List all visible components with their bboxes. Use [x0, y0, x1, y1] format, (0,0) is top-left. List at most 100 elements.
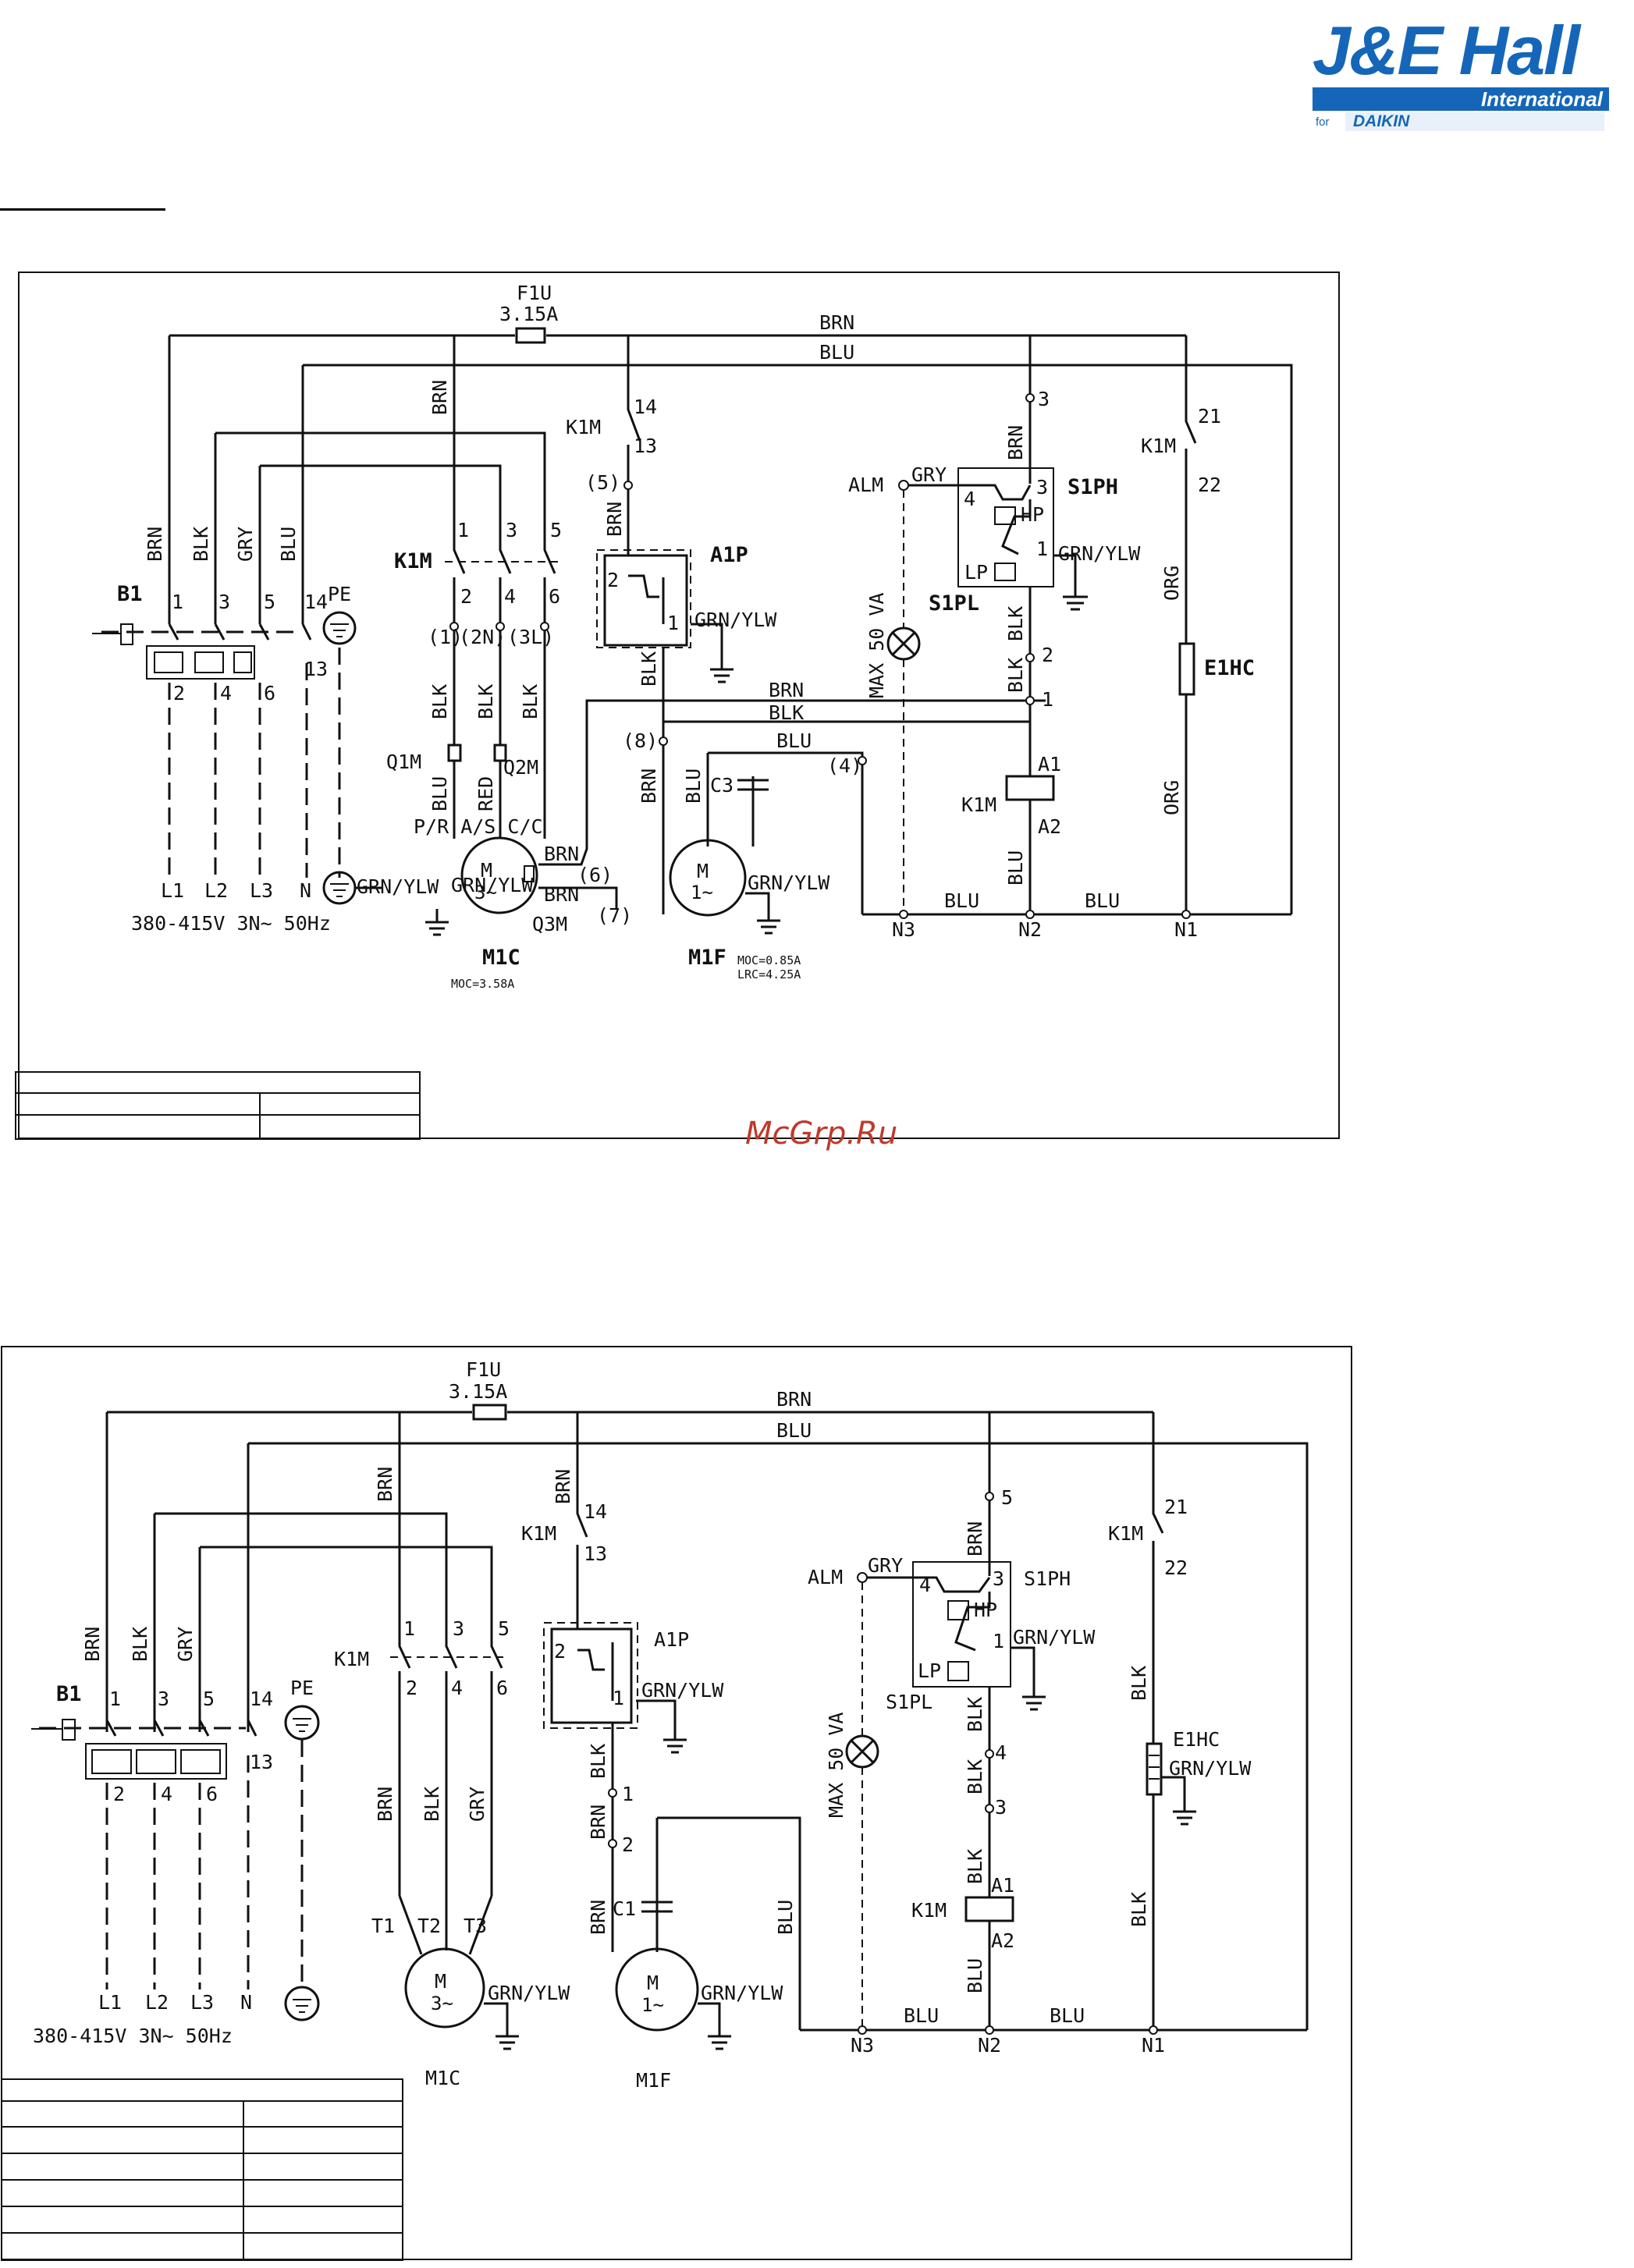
e1hc-2-label: E1HC — [1173, 1728, 1220, 1751]
diagram-1-frame — [18, 272, 1340, 1139]
coil-2-a1: A1 — [991, 1874, 1014, 1897]
b1-term-13: 13 — [304, 658, 328, 680]
coil-2-a2: A2 — [991, 1929, 1014, 1952]
label-blk-s1ph-2: BLK — [1004, 658, 1027, 693]
label-blu-fan: BLU — [682, 768, 705, 804]
b1-2-t14: 14 — [250, 1688, 273, 1710]
fuse-f1u-2 — [472, 1404, 507, 1421]
supply-spec: 380-415V 3N~ 50Hz — [131, 912, 331, 935]
s1ph-2-pin-3: 3 — [993, 1567, 1004, 1590]
k1m-2-14: 14 — [584, 1500, 607, 1523]
node-7: (7) — [597, 904, 632, 927]
q3m-label: Q3M — [532, 913, 567, 935]
k1m-2-t2: 2 — [406, 1677, 417, 1699]
pressure-switch-s1ph: 4 3 1 HP LP S1PH GRN/YLW — [957, 467, 1141, 611]
pe-earth-symbol-2: PE — [284, 1677, 320, 2021]
s1ph-2-pin-4: 4 — [919, 1574, 931, 1596]
c1-label: C1 — [613, 1897, 636, 1920]
m1c-2-earth-label: GRN/YLW — [488, 1982, 570, 2004]
s1ph-2-earth-label: GRN/YLW — [1013, 1626, 1096, 1649]
blu-bus-label-2: BLU — [776, 1419, 812, 1442]
label-blu-n3: BLU — [944, 889, 979, 912]
logo-for: for — [1316, 115, 1330, 129]
k1m-nc-contact — [1185, 335, 1197, 644]
m1c-term-1: (1) — [428, 626, 463, 648]
pe-label: PE — [328, 583, 351, 605]
n3-2: N3 — [851, 2034, 874, 2057]
label-blu-n2: BLU — [1085, 889, 1120, 912]
alm-label: ALM — [848, 474, 883, 496]
s1ph-2-lp: LP — [918, 1659, 941, 1682]
n2: N2 — [1018, 918, 1042, 941]
label-blk-l2: BLK — [190, 527, 212, 562]
q2m-label: Q2M — [503, 756, 538, 779]
label-blk-2: BLK — [474, 684, 497, 719]
node-5: (5) — [585, 471, 620, 494]
label-gry-t3: GRY — [466, 1787, 488, 1822]
lamp-s1pl: MAX 50 VA S1PL — [865, 591, 979, 698]
m1c-2-label: M1C — [425, 2067, 460, 2089]
q1m-label: Q1M — [386, 751, 421, 773]
k1m-2-22: 22 — [1164, 1556, 1188, 1579]
fuse-f1u — [515, 327, 546, 344]
a1p-2-earth-label: GRN/YLW — [641, 1679, 724, 1702]
label-brn-a1p-2: BRN — [552, 1469, 574, 1504]
k1m-21: 21 — [1198, 405, 1221, 428]
title-block-1 — [15, 1071, 421, 1140]
s1ph-2-label: S1PH — [1024, 1567, 1071, 1590]
b1-2-t1: 1 — [109, 1688, 121, 1710]
k1m-2-aux-label: K1M — [521, 1522, 556, 1545]
b1-2-t3: 3 — [158, 1688, 169, 1710]
s1ph-2-node-4: 4 — [995, 1741, 1007, 1764]
e1hc-label: E1HC — [1204, 656, 1255, 680]
lamp-label-2: S1PL — [886, 1691, 932, 1713]
blu-bus-2 — [248, 1442, 1309, 2030]
label-brn-l1: BRN — [144, 527, 166, 562]
supply-l3-2: L3 — [190, 1991, 214, 2014]
watermark: McGrp.Ru — [745, 1116, 898, 1152]
lead-q2m — [493, 630, 507, 839]
label-blu-fan-2: BLU — [774, 1900, 797, 1935]
label-brn-fan-3: BRN — [587, 1900, 609, 1935]
s1ph-label: S1PH — [1067, 475, 1118, 499]
b1-term-3: 3 — [218, 591, 230, 613]
coil-a1: A1 — [1038, 753, 1061, 776]
k1m-aux-contact-2 — [576, 1412, 588, 1629]
title-block-2 — [1, 2078, 403, 2261]
m1c-term-2n: (2N) — [459, 626, 506, 648]
compressor-m1c: M 3~ M1C MOC=3.58A — [425, 699, 1046, 991]
a1p-2-pin2: 2 — [554, 1640, 566, 1663]
m1f-m: M — [697, 860, 709, 882]
k1m-nc-contact-2 — [1152, 1412, 1164, 1744]
a1p-2-label: A1P — [654, 1628, 689, 1651]
wire-l3 — [258, 464, 502, 624]
k1m-t6: 6 — [549, 585, 560, 608]
k1m-14: 14 — [634, 396, 657, 418]
b1-term-1: 1 — [172, 591, 183, 613]
label-brn-k1m-2: BRN — [374, 1467, 396, 1502]
k1m-2-t4: 4 — [451, 1677, 463, 1699]
k1m-2-21: 21 — [1164, 1496, 1188, 1518]
m1f-2-label: M1F — [636, 2069, 671, 2092]
label-brn-t1: BRN — [374, 1787, 396, 1822]
wire-l2-2 — [153, 1512, 448, 1732]
fuse-label-2: F1U — [466, 1358, 501, 1381]
coil-a2: A2 — [1038, 815, 1061, 838]
label-brn-s1ph-2: BRN — [964, 1521, 986, 1556]
s1ph-2-hp: HP — [974, 1599, 997, 1621]
isolator-b1: B1 1 3 5 14 2 4 6 13 — [92, 582, 328, 705]
wire-brn-6 — [538, 699, 1046, 866]
e1hc-2-earth-label: GRN/YLW — [1169, 1757, 1252, 1780]
k1m-nc-label: K1M — [1141, 435, 1176, 457]
label-blu-n3-2: BLU — [904, 2004, 939, 2027]
label-blk-1: BLK — [428, 684, 451, 719]
k1m-label-2: K1M — [334, 1648, 369, 1670]
brn-bus-label: BRN — [819, 311, 854, 334]
alm-label-2: ALM — [808, 1566, 843, 1588]
s1ph-pin-1: 1 — [1036, 538, 1048, 560]
s1ph-pin-3: 3 — [1036, 476, 1048, 499]
label-brn-6: BRN — [544, 843, 579, 865]
lamp-label: S1PL — [929, 591, 979, 616]
pe-label-2: PE — [290, 1677, 314, 1699]
brn-bus-label-2: BRN — [776, 1388, 812, 1411]
